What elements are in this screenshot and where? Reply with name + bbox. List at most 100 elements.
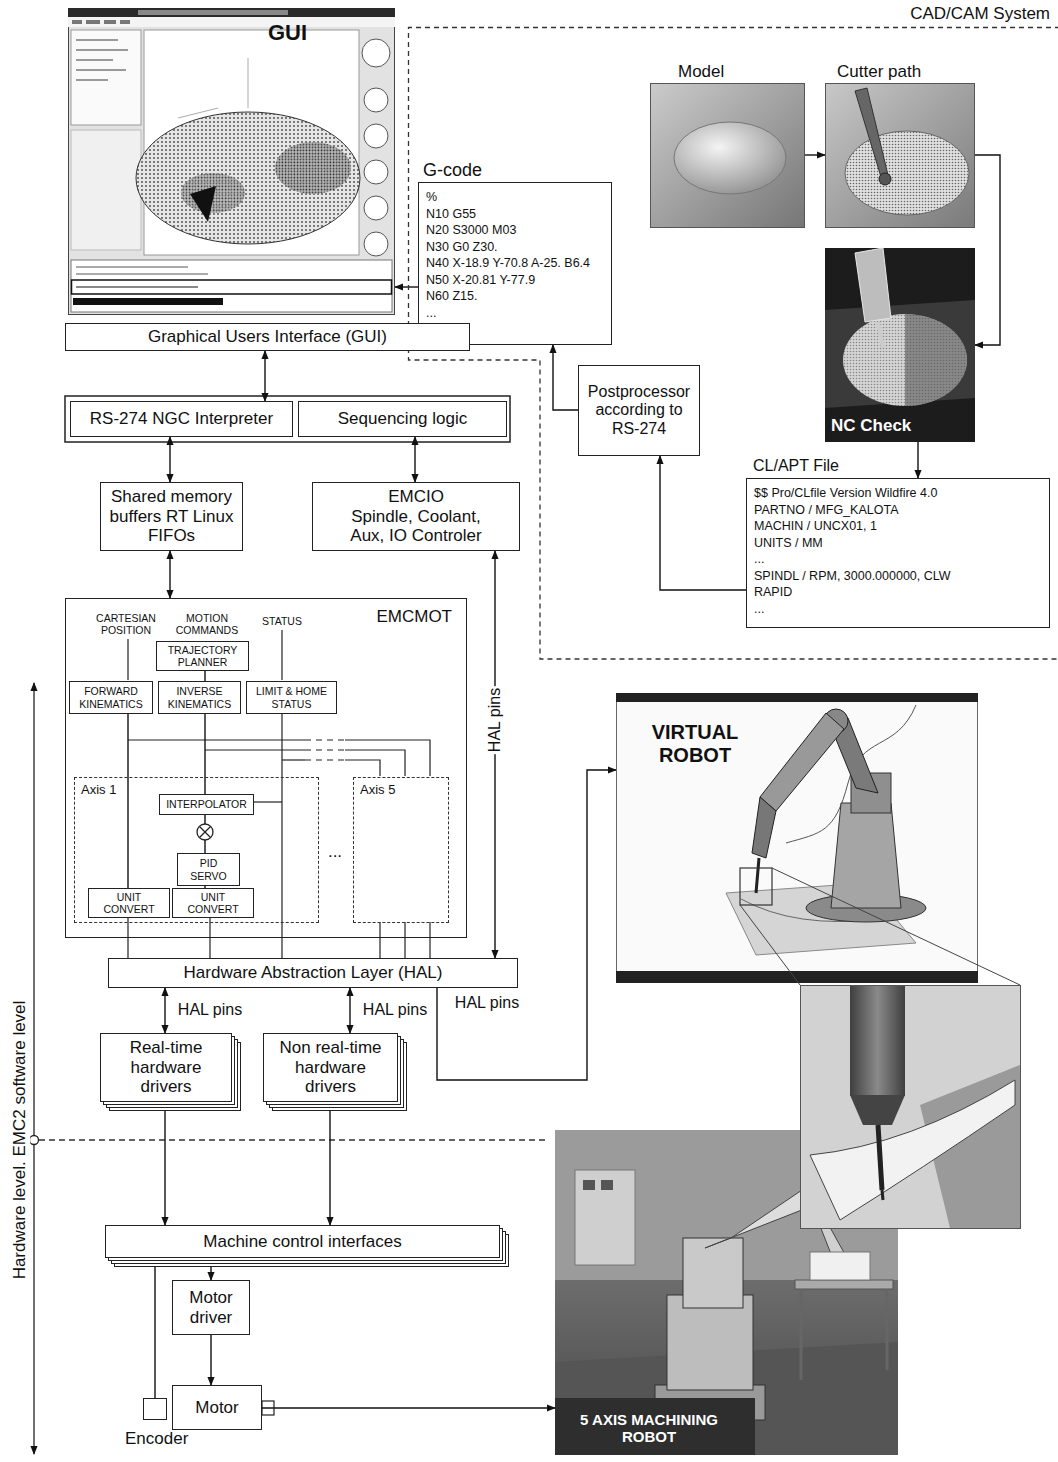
graphic-part	[128, 739, 305, 740]
graphic-part	[345, 760, 380, 776]
text-group: Non real-time hardware drivers	[272, 1038, 389, 1097]
text-group: Motor	[195, 1398, 238, 1418]
connector	[494, 551, 495, 958]
node-label: PID SERVO	[181, 857, 236, 881]
graphic-part	[845, 131, 969, 215]
graphic-part	[843, 314, 967, 406]
code-line: N50 X-20.81 Y-77.9	[426, 272, 590, 289]
graphic-part	[616, 693, 978, 702]
graphic-part	[850, 986, 905, 1096]
graphic-part	[772, 868, 1020, 985]
axis-group: Axis 5	[353, 777, 449, 923]
text-group: INTERPOLATOR	[166, 798, 247, 810]
graphic-part	[800, 1289, 803, 1380]
text-group: Machine control interfaces	[203, 1232, 401, 1252]
cutter-path-render	[825, 83, 975, 228]
graphic-part	[362, 39, 390, 256]
connector	[262, 1407, 555, 1408]
graphic-part	[281, 709, 282, 958]
graphic-part	[855, 88, 888, 177]
module-box: TRAJECTORY PLANNER	[156, 641, 249, 671]
graphic-part	[76, 79, 108, 81]
process-box: Graphical Users Interface (GUI)	[65, 323, 470, 351]
graphic-part	[71, 260, 392, 312]
node-label: Real-time hardware drivers	[109, 1038, 223, 1097]
code-line: ...	[426, 305, 590, 322]
code-line: ...	[754, 551, 951, 568]
connector	[164, 1102, 165, 1225]
connector	[395, 286, 418, 287]
graphic-part	[120, 20, 130, 24]
node-label: LIMIT & HOME STATUS	[250, 685, 333, 709]
graphic-part	[810, 1252, 870, 1280]
graphic-part	[305, 740, 345, 760]
text-group: Shared memory buffers RT Linux FIFOs	[109, 487, 234, 546]
node-label: Spindle, Coolant, Aux, IO Controler	[335, 507, 497, 546]
graphic-part	[364, 196, 388, 220]
connector	[169, 551, 170, 598]
stacked-box: Real-time hardware drivers	[100, 1033, 232, 1102]
graphic-part	[76, 267, 208, 274]
node-label: Graphical Users Interface (GUI)	[148, 327, 387, 347]
connector	[805, 154, 825, 155]
node-label: NC Check	[831, 416, 911, 436]
connector	[414, 437, 415, 482]
graphic-part	[69, 9, 395, 315]
graphic-part	[878, 1125, 882, 1190]
node-label: Cutter path	[837, 62, 921, 82]
node-label: Non real-time hardware drivers	[272, 1038, 389, 1097]
graphic-part	[72, 20, 130, 24]
graphic-part	[71, 130, 141, 250]
node-label: FORWARD KINEMATICS	[73, 685, 149, 709]
module-box: INVERSE KINEMATICS	[158, 681, 241, 714]
graphic-part	[76, 49, 128, 51]
graphic-part	[801, 986, 1021, 1229]
screenshot-panel: Model	[650, 83, 805, 228]
node-label: EMCMOT	[376, 607, 452, 627]
connector	[264, 351, 265, 401]
axis-group: Axis 1INTERPOLATORPID SERVOUNIT CONVERTU…	[74, 777, 319, 923]
node-label: Motor	[195, 1398, 238, 1418]
graphic-part	[72, 20, 82, 24]
graphic-part	[190, 186, 216, 222]
graphic-part	[601, 1180, 613, 1190]
graphic-part	[76, 59, 113, 61]
robot-photo	[555, 1130, 898, 1455]
connector	[349, 988, 350, 1033]
graphic-part	[68, 8, 395, 17]
graphic-part	[364, 160, 388, 184]
graphic-part	[136, 112, 360, 244]
text-group: Postprocessor according to RS-274	[583, 383, 695, 438]
module-box: INTERPOLATOR	[159, 794, 254, 815]
connector	[329, 1102, 330, 1225]
code-line: $$ Pro/CLfile Version Wildfire 4.0	[754, 485, 951, 502]
graphic-part	[651, 84, 805, 228]
model-render	[650, 83, 805, 228]
node-label: UNIT CONVERT	[176, 891, 250, 915]
graphic-part	[200, 827, 211, 838]
system-region: CAD/CAM System Model Cutter pathG-code%N…	[408, 27, 1058, 660]
pin-label: HAL pins	[176, 1001, 244, 1019]
code-line: N30 G0 Z30.	[426, 239, 590, 256]
connector	[917, 442, 918, 478]
graphic-part	[281, 630, 282, 680]
code-line: RAPID	[754, 584, 951, 601]
connector	[553, 345, 578, 410]
node-label: VIRTUAL ROBOT	[636, 721, 754, 767]
code-line: N40 X-18.9 Y-70.8 A-25. B6.4	[426, 255, 590, 272]
node-label: 5 AXIS MACHINING ROBOT	[569, 1411, 729, 1446]
graphic-part	[127, 639, 128, 680]
graphic-part	[429, 922, 430, 958]
graphic-part	[882, 1190, 883, 1200]
module-box: UNIT CONVERT	[88, 888, 170, 918]
graphic-part	[364, 88, 388, 112]
connector	[210, 1335, 211, 1385]
graphic-part	[76, 40, 128, 80]
gui-screenshot	[68, 8, 395, 315]
node-label: TRAJECTORY PLANNER	[160, 644, 245, 668]
annotation-label: Hardware level. EMC2 software level	[10, 998, 30, 1283]
graphic-part	[76, 266, 188, 268]
graphic-part	[197, 824, 213, 840]
module-box: PID SERVO	[177, 853, 240, 886]
text-group: Real-time hardware drivers	[109, 1038, 223, 1097]
